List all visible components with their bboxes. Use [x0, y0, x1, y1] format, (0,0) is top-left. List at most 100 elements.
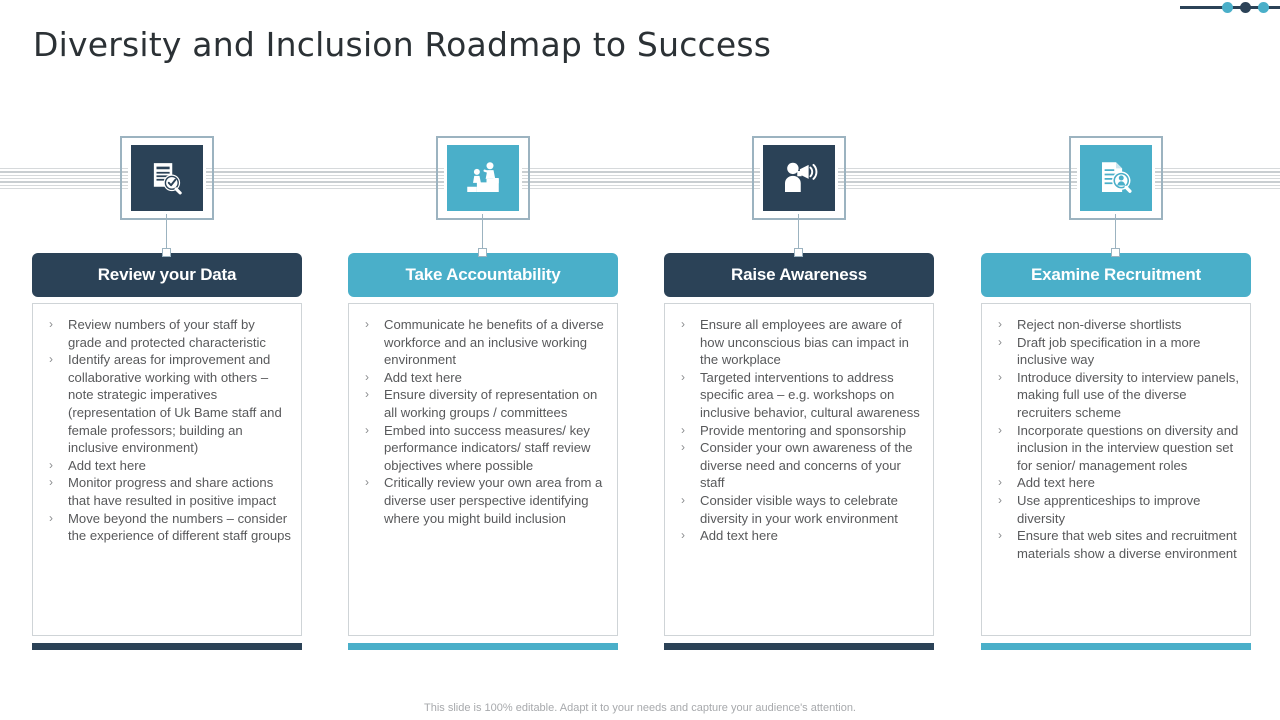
resume-magnifier-person-icon: [1077, 142, 1155, 214]
chevron-right-icon: ›: [365, 369, 369, 384]
document-magnifier-check-icon: [128, 142, 206, 214]
bullet-list: › Ensure all employees are aware of how u…: [679, 316, 923, 545]
bullet-text: Incorporate questions on diversity and i…: [1017, 422, 1239, 473]
chevron-right-icon: ›: [365, 317, 369, 331]
rail-line: [0, 178, 1280, 179]
connector-line: [166, 214, 167, 254]
column-body-examine-recruitment: ›Reject non-diverse shortlists›Draft job…: [981, 303, 1251, 636]
icon-badge-examine-recruitment: [1069, 136, 1163, 220]
icon-outline: [120, 136, 214, 220]
connector-line: [482, 214, 483, 254]
chevron-right-icon: ›: [365, 475, 369, 490]
chevron-right-icon: ›: [681, 440, 685, 455]
bullet-text: Ensure all employees are aware of how un…: [700, 317, 909, 368]
bullet-item: › Communicate he benefits of a diverse wo…: [363, 316, 607, 369]
bullet-list: › Communicate he benefits of a diverse wo…: [363, 316, 607, 527]
chevron-right-icon: ›: [998, 528, 1002, 543]
icon-outline: [752, 136, 846, 220]
rail-line: [0, 181, 1280, 183]
bullet-item: ›Add text here: [47, 457, 291, 475]
chevron-right-icon: ›: [49, 317, 53, 331]
connector-node: [478, 248, 487, 257]
bullet-text: Add text here: [700, 528, 778, 544]
decoration-dot-1: [1222, 2, 1233, 13]
bullet-item: ›Consider your own awareness of the dive…: [679, 439, 923, 492]
column-header-take-accountability[interactable]: Take Accountability: [348, 253, 618, 297]
chevron-right-icon: ›: [681, 317, 685, 331]
top-right-decoration: [1180, 0, 1280, 16]
chevron-right-icon: ›: [49, 352, 53, 367]
bullet-item: › Move beyond the numbers – consider the …: [47, 510, 291, 545]
chevron-right-icon: ›: [998, 317, 1002, 331]
column-body-take-accountability: › Communicate he benefits of a diverse wo…: [348, 303, 618, 636]
bullet-item: ›Draft job specification in a more inclu…: [996, 334, 1240, 369]
chevron-right-icon: ›: [681, 528, 685, 543]
column-header-review-your-data[interactable]: Review your Data: [32, 253, 302, 297]
column-accent-bar: [664, 643, 934, 650]
slide-title: Diversity and Inclusion Roadmap to Succe…: [33, 25, 772, 64]
bullet-text: Review numbers of your staff by grade an…: [68, 317, 266, 350]
chevron-right-icon: ›: [998, 422, 1002, 437]
rail-line: [0, 185, 1280, 186]
icon-outline: [1069, 136, 1163, 220]
bullet-item: › Targeted interventions to address speci…: [679, 369, 923, 422]
bullet-text: Introduce diversity to interview panels,…: [1017, 369, 1239, 420]
bullet-item: › Use apprenticeships to improve diversit…: [996, 492, 1240, 527]
bullet-text: Provide mentoring and sponsorship: [700, 422, 906, 438]
bullet-list: ›Reject non-diverse shortlists›Draft job…: [996, 316, 1240, 562]
bullet-text: Identify areas for improvement and colla…: [68, 352, 282, 456]
bullet-text: Add text here: [1017, 475, 1095, 491]
bullet-text: Ensure diversity of representation on al…: [384, 387, 598, 420]
connector-node: [1111, 248, 1120, 257]
chevron-right-icon: ›: [365, 387, 369, 402]
document-magnifier-check-icon: [153, 163, 182, 195]
bullet-text: Communicate he benefits of a diverse wor…: [384, 317, 604, 368]
column-accent-bar: [981, 643, 1251, 650]
bullet-item: ›Introduce diversity to interview panels…: [996, 369, 1240, 422]
bullet-text: Targeted interventions to address specif…: [700, 369, 920, 420]
icon-outline: [436, 136, 530, 220]
bullet-item: ›Add text here: [363, 369, 607, 387]
chevron-right-icon: ›: [365, 422, 369, 437]
bullet-item: › Identify areas for improvement and coll…: [47, 351, 291, 457]
decoration-dot-2: [1240, 2, 1251, 13]
bullet-item: › Add text here: [679, 527, 923, 545]
icon-badge-raise-awareness: [752, 136, 846, 220]
bullet-item: › Critically review your own area from a …: [363, 474, 607, 527]
rail-line: [0, 175, 1280, 176]
chevron-right-icon: ›: [998, 334, 1002, 349]
connector-node: [794, 248, 803, 257]
chevron-right-icon: ›: [49, 510, 53, 525]
decoration-dot-3: [1258, 2, 1269, 13]
chevron-right-icon: ›: [998, 492, 1002, 507]
bullet-item: ›Monitor progress and share actions that…: [47, 474, 291, 509]
chevron-right-icon: ›: [681, 369, 685, 384]
bullet-text: Move beyond the numbers – consider the e…: [68, 510, 291, 544]
connector-line: [798, 214, 799, 254]
bullet-item: › Ensure diversity of representation on a…: [363, 386, 607, 421]
bullet-text: Monitor progress and share actions that …: [68, 475, 277, 508]
icon-badge-review-your-data: [120, 136, 214, 220]
person-helping-up-steps-icon: [444, 142, 522, 214]
column-accent-bar: [348, 643, 618, 650]
bullet-item: ›Add text here: [996, 474, 1240, 492]
bullet-text: Critically review your own area from a d…: [384, 475, 603, 526]
chevron-right-icon: ›: [681, 422, 685, 437]
connector-node: [162, 248, 171, 257]
bullet-text: Use apprenticeships to improve diversity: [1017, 492, 1201, 526]
column-header-examine-recruitment[interactable]: Examine Recruitment: [981, 253, 1251, 297]
rail-line: [0, 168, 1280, 169]
resume-magnifier-person-icon: [1102, 162, 1132, 193]
bullet-text: Ensure that web sites and recruitment ma…: [1017, 528, 1237, 561]
bullet-item: › Ensure all employees are aware of how u…: [679, 316, 923, 369]
icon-badge-take-accountability: [436, 136, 530, 220]
person-megaphone-icon: [785, 162, 818, 192]
chevron-right-icon: ›: [49, 457, 53, 472]
rail-line: [0, 171, 1280, 173]
column-body-review-your-data: › Review numbers of your staff by grade a…: [32, 303, 302, 636]
slide-footer-note: This slide is 100% editable. Adapt it to…: [424, 702, 856, 714]
column-header-raise-awareness[interactable]: Raise Awareness: [664, 253, 934, 297]
rail-line: [0, 188, 1280, 189]
column-body-raise-awareness: › Ensure all employees are aware of how u…: [664, 303, 934, 636]
